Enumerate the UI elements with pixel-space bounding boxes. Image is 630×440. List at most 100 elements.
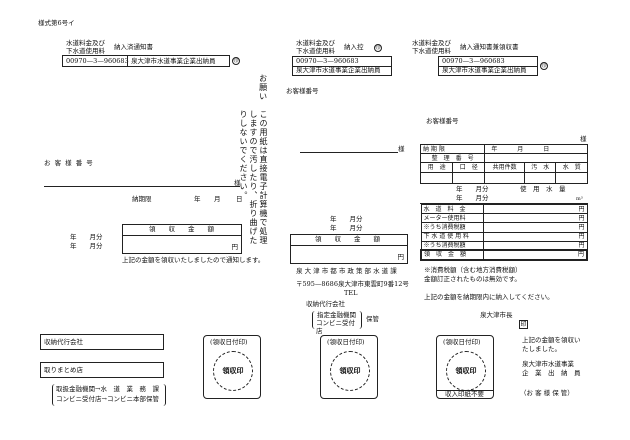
- col1-billing-month2: 年 月分: [70, 242, 103, 250]
- col3-fee-table: 水 道 料 金円 メーター使用料円 ※うち消費税額円 下 水 道 使 用 料円 …: [420, 203, 588, 261]
- col3-account-number: 00970—3—960683: [442, 57, 505, 65]
- col1-collector-label: 取りまとめ店: [44, 366, 83, 374]
- col3-title-line1: 水道料金及び: [412, 39, 451, 47]
- col2-bank-line1: 指定金融機関: [317, 311, 356, 319]
- col3-billing-month2: 年 月分: [456, 194, 489, 202]
- col1-agent-box: 収納代行会社: [40, 334, 164, 350]
- col1-collector-box: 取りまとめ店: [40, 362, 164, 378]
- col2-title-line1: 水道料金及び: [296, 39, 335, 47]
- col3-tax-note2: 金額訂正されたものは無効です。: [424, 275, 521, 283]
- col1-title-line2: 下水道使用料: [66, 47, 105, 55]
- notice-text: この用紙は直接電子計算機で処理しますので汚したり、折り曲げたりしないでください。: [239, 110, 268, 245]
- col1-billing-month: 年 月分: [70, 233, 103, 241]
- col2-account-number: 00970—3—960683: [296, 57, 359, 65]
- col3-row-label-2: ※うち消費税額: [420, 222, 484, 233]
- col1-route-line1: 取扱金融機関→水 道 業 務 課: [56, 385, 159, 393]
- col3-tax-note1: ※消費税額（含む地方消費税額）: [424, 266, 522, 274]
- col1-title-right: 納入済通知書: [114, 43, 153, 51]
- col3-row-label-3: 下 水 道 使 用 料: [420, 231, 484, 242]
- stamp-box-3: (領収日付印) 領収印 収入印紙不要: [436, 335, 494, 399]
- col1-route-line2: コンビニ受付店→コンビニ本部保管: [56, 395, 159, 403]
- col3-customer-keep: （お 客 様 保 管）: [520, 389, 574, 397]
- col2-title-line2: 下水道使用料: [296, 47, 335, 55]
- col3-account-box: 00970—3—960683 泉大津市水道事業企業出納員: [438, 56, 538, 76]
- stamp-date-label-2: (領収日付印): [327, 338, 365, 346]
- col2-title-right: 納入控: [344, 43, 364, 51]
- col2-address-line1: 泉 大 津 市 都 市 政 策 部 水 道 課: [296, 267, 397, 275]
- col2-customer-line: [300, 152, 398, 153]
- col3-usage-label: 使 用 水 量: [520, 185, 566, 193]
- col1-payee: 泉大津市水道事業企業出納員: [131, 57, 216, 65]
- col3-revenue-stamp-note: 収入印紙不要: [445, 390, 484, 398]
- stamp-seal-2: 領収印: [330, 351, 370, 391]
- stamp-box-1: (領収日付印) 領収印: [203, 335, 261, 399]
- col3-receipt-line2: たしました。: [522, 345, 561, 353]
- stamp-seal-3: 領収印: [446, 351, 486, 391]
- col1-due-day: 日: [236, 195, 243, 203]
- col1-due-label: 納期限: [132, 195, 152, 203]
- col3-table-header: 整 理 番 号: [419, 153, 486, 164]
- table-row: 下 水 道 使 用 料円: [420, 231, 588, 242]
- col1-amount-yen: 円: [231, 243, 239, 251]
- col3-receipt-line4: 企 業 出 納 員: [522, 369, 581, 377]
- col3-pay-note: 上記の金額を納期限内に納入してください。: [424, 293, 554, 301]
- col3-row-label-5: 領 収 金 額: [420, 249, 484, 261]
- col2-bank-keep: 保管: [366, 315, 379, 323]
- form-number: 様式第6号イ: [38, 19, 75, 27]
- col2-address-line2: 〒595—8686泉大津市東雲町9番12号: [296, 280, 409, 288]
- col2-amount-label: 領 収 金 額: [315, 235, 380, 243]
- col2-tel: TEL: [344, 289, 358, 297]
- col2-sama: 様: [398, 145, 405, 153]
- col3-receipt-line3: 泉大津市水道事業: [522, 360, 574, 368]
- col2-amount-yen: 円: [397, 253, 405, 261]
- table-row: 領 収 金 額円: [420, 249, 588, 261]
- col1-due-year: 年: [194, 195, 201, 203]
- col2-customer-label: お客様番号: [286, 87, 319, 95]
- table-row: ※うち消費税額円: [420, 222, 588, 233]
- col3-row-unit-3: 円: [482, 231, 588, 242]
- col3-row-label-0: 水 道 料 金: [420, 203, 484, 215]
- col3-receipt-line1: 上記の金額を領収い: [522, 336, 581, 344]
- col3-due-month: 月: [517, 145, 524, 153]
- col3-col-water: 水 質: [555, 162, 588, 173]
- col1-account-box: 00970—3—960683 泉大津市水道事業企業出納員: [62, 55, 230, 67]
- col3-mayor-seal: 印: [519, 320, 528, 329]
- col2-payee: 泉大津市水道事業企業出納員: [296, 66, 381, 74]
- col3-col-caliber: 口 径: [452, 162, 486, 173]
- col3-mayor: 泉大津市長: [480, 311, 513, 319]
- col1-agent-label: 収納代行会社: [44, 338, 83, 346]
- col3-row-unit-5: 円: [482, 249, 588, 261]
- table-row: 水 道 料 金円: [420, 203, 588, 215]
- col3-payee: 泉大津市水道事業企業出納員: [442, 66, 527, 74]
- col2-bank-line2: コンビニ受付店: [316, 319, 355, 335]
- col3-row-unit-2: 円: [482, 222, 588, 233]
- stamp-date-label-3: (領収日付印): [443, 338, 481, 346]
- table-row: ※うち消費税額円: [420, 240, 588, 251]
- col1-note: 上記の金額を領収いたしましたので通知します。: [122, 256, 265, 264]
- col3-billing-month: 年 月分: [456, 185, 489, 193]
- col1-amount-box: 領 収 金 額 円: [122, 224, 242, 254]
- col3-row-unit-4: 円: [482, 240, 588, 251]
- col1-customer-line: [44, 186, 240, 187]
- col2-amount-box: 領 収 金 額 円: [290, 234, 408, 264]
- col3-row-label-1: メーター使用料: [420, 213, 484, 224]
- notice-heading: お願い: [258, 74, 268, 101]
- col2-bank-bracket: 指定金融機関 コンビニ受付店: [312, 311, 362, 335]
- col2-seal-icon: ㊞: [374, 44, 382, 52]
- col3-row-unit-0: 円: [482, 203, 588, 215]
- col3-row-label-4: ※うち消費税額: [420, 240, 484, 251]
- col1-seal-icon: ㊞: [232, 57, 240, 65]
- col1-customer-label: お 客 様 番 号: [44, 159, 94, 167]
- col2-account-box: 00970—3—960683 泉大津市水道事業企業出納員: [292, 56, 392, 76]
- table-row: メーター使用料円: [420, 213, 588, 224]
- col3-due-day: 日: [543, 145, 550, 153]
- col3-usage-unit: m³: [576, 196, 583, 202]
- col3-info-table: 納 期 限 年 月 日 整 理 番 号 用 途 口 径 共用件数 汚 水 水 質: [419, 143, 588, 184]
- col3-due-label: 納 期 限: [419, 143, 486, 155]
- col1-account-number: 00970—3—960683: [66, 57, 129, 65]
- col1-due-month: 月: [214, 195, 221, 203]
- col3-seal-icon: ㊞: [540, 62, 548, 70]
- col2-agent: 収納代行会社: [306, 300, 345, 308]
- col3-due-year: 年: [491, 145, 498, 153]
- col2-billing-month2: 年 月分: [330, 224, 363, 232]
